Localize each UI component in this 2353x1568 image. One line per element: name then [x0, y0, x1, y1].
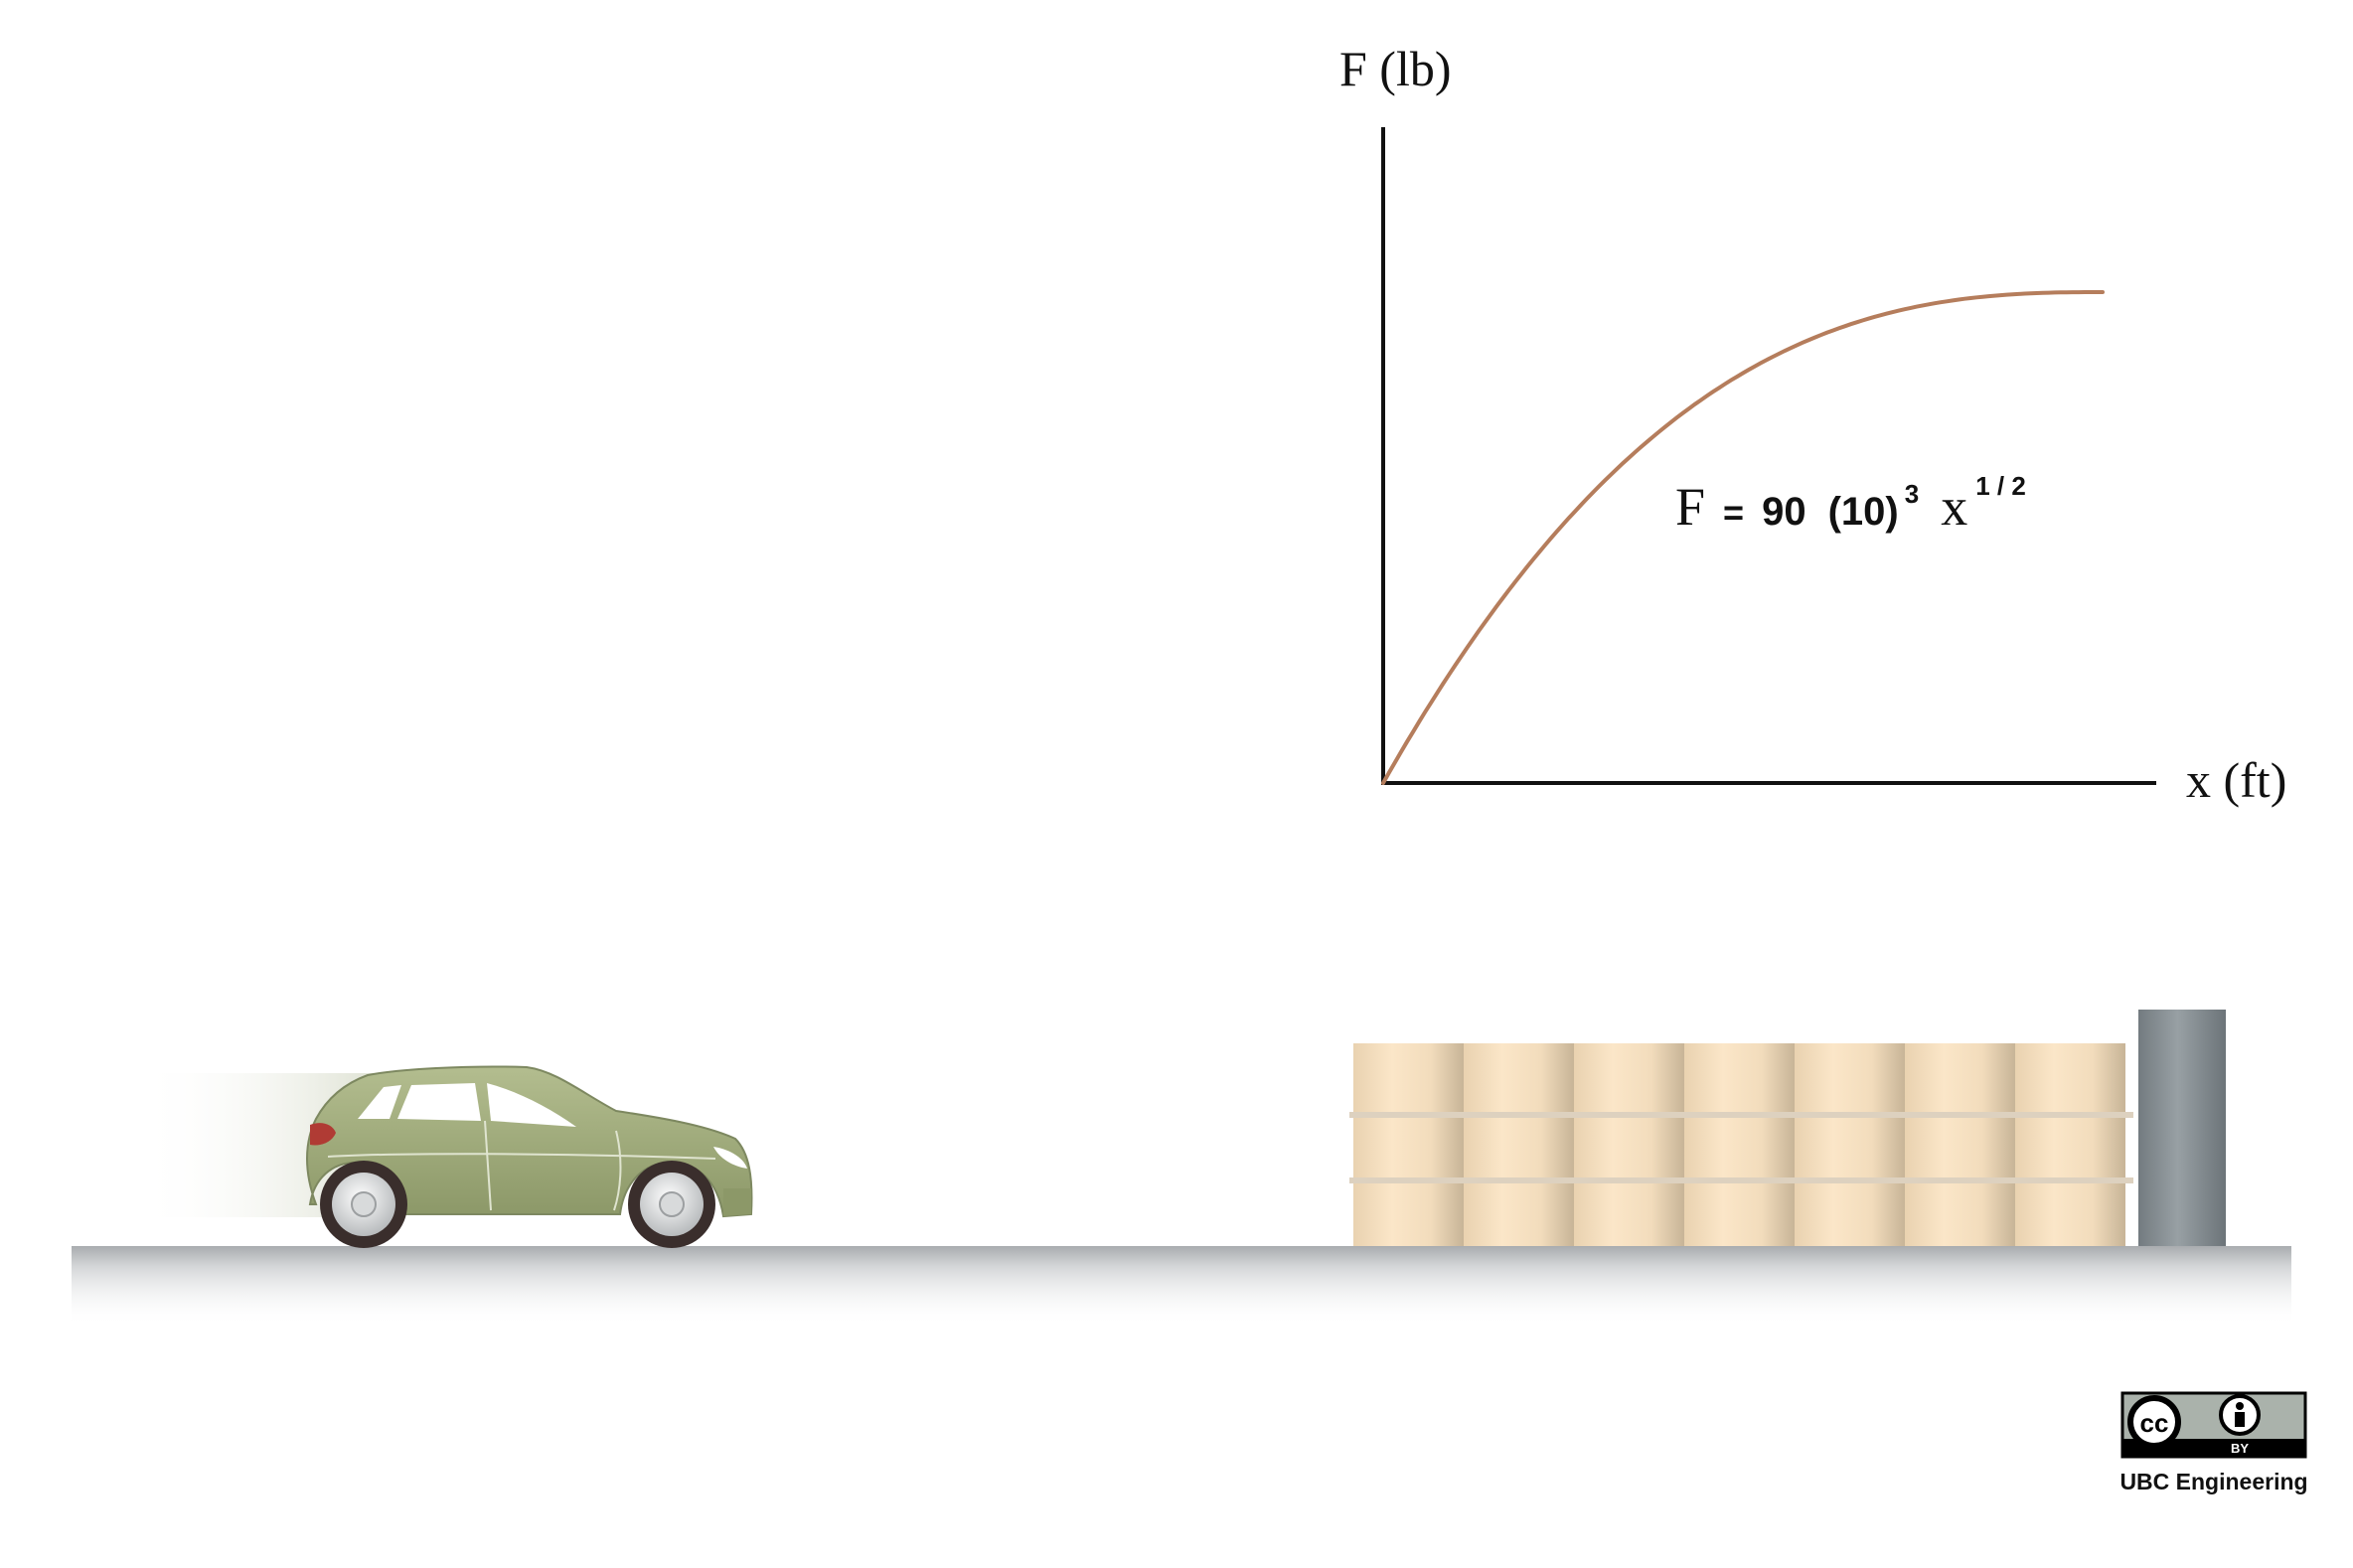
attribution-person-icon: [2219, 1394, 2261, 1436]
rear-window: [358, 1085, 401, 1119]
force-displacement-graph: F (lb) x (ft) F = 90 (10) 3 x 1 / 2: [1339, 41, 2286, 808]
wall: [2138, 1010, 2226, 1246]
head-light: [713, 1147, 747, 1169]
barrel: [1795, 1043, 1905, 1246]
barrel: [1684, 1043, 1795, 1246]
door-line: [484, 1120, 622, 1211]
cc-icon-text: cc: [2140, 1408, 2169, 1438]
y-axis-label: F (lb): [1339, 41, 1452, 96]
tail-light: [310, 1123, 336, 1146]
side-line: [327, 1153, 716, 1160]
barrel: [1464, 1043, 1574, 1246]
front-bumper: [723, 1188, 751, 1216]
barrel: [1574, 1043, 1684, 1246]
by-label: BY: [2231, 1441, 2249, 1456]
rear-wheel: [320, 1161, 407, 1248]
barrel: [1353, 1043, 1464, 1246]
barrel: [1905, 1043, 2015, 1246]
front-wheel: [628, 1161, 715, 1248]
barrel-row: [1349, 1043, 2133, 1246]
cc-by-badge: cc BY: [2120, 1391, 2307, 1459]
front-window: [487, 1083, 576, 1127]
cc-icon: [2127, 1395, 2181, 1449]
credit-text: UBC Engineering: [2119, 1469, 2307, 1494]
middle-window: [397, 1083, 481, 1121]
barrel: [2015, 1043, 2125, 1246]
force-curve: [1381, 290, 2105, 785]
ground: [72, 1246, 2291, 1326]
x-axis-label: x (ft): [2186, 752, 2286, 808]
force-equation: F = 90 (10) 3 x 1 / 2: [1675, 471, 2026, 537]
car: [139, 1065, 753, 1248]
